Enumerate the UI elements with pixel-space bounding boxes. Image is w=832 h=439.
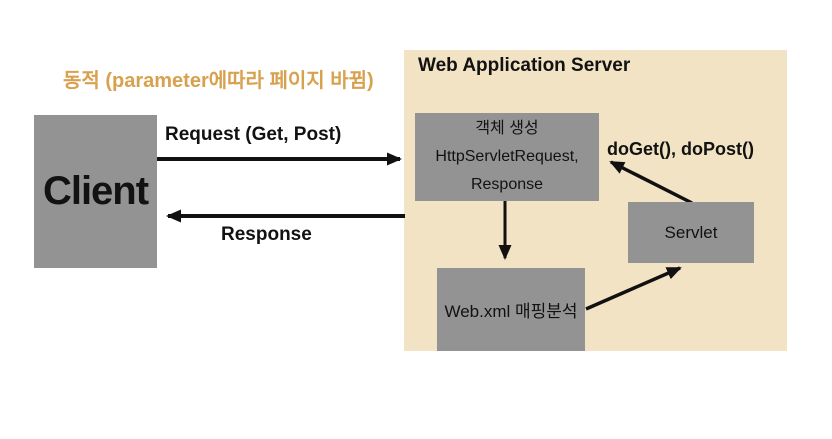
doget-dopost-label: doGet(), doPost()	[607, 139, 754, 159]
servlet-box-label: Servlet	[664, 222, 718, 242]
object-creation-line-3: Response	[470, 176, 544, 193]
response-arrow-label: Response	[221, 224, 312, 245]
servlet-box: Servlet	[628, 202, 754, 263]
object-creation-box: 객체 생성 HttpServletRequest, Response	[415, 113, 599, 201]
client-box: Client	[34, 115, 157, 268]
object-creation-line-2: HttpServletRequest,	[435, 148, 579, 165]
dynamic-page-note: 동적 (parameter에따라 페이지 바뀜)	[63, 70, 374, 92]
webxml-mapping-box: Web.xml 매핑분석	[437, 268, 585, 351]
client-box-label: Client	[42, 169, 149, 213]
request-arrow-label: Request (Get, Post)	[165, 124, 342, 145]
server-panel-title: Web Application Server	[418, 55, 631, 76]
webxml-mapping-label: Web.xml 매핑분석	[444, 302, 578, 321]
object-creation-line-1: 객체 생성	[475, 120, 539, 137]
